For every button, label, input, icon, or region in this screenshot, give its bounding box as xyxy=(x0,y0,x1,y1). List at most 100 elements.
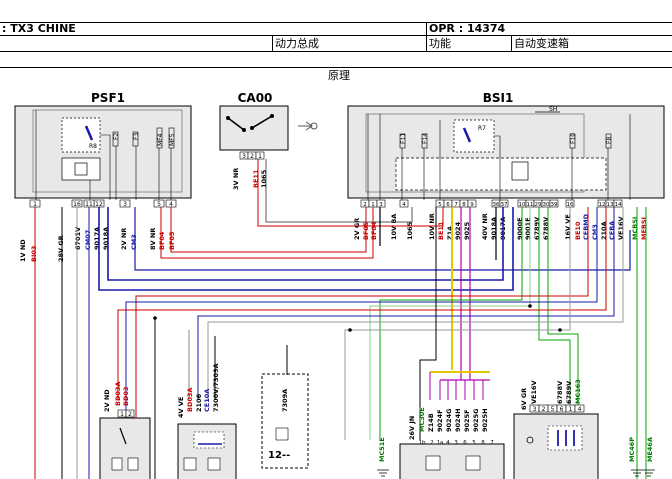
wires xyxy=(34,159,647,479)
doc-title: : TX3 CHINE xyxy=(2,22,76,35)
wire-label: 9024F xyxy=(436,409,444,432)
wire-label: 2V NR xyxy=(120,228,128,250)
dashed-module xyxy=(261,373,309,469)
opr-number: OPR : 14374 xyxy=(429,22,506,35)
bsi1-unit: BSI1 SH R7 F11 F14 F10 F8 2 1 3 4 5 6 7 xyxy=(347,91,665,208)
conn-pin: 2 xyxy=(542,406,546,413)
fuse-f8: F8 xyxy=(606,137,613,144)
bsi1-pin: 4 xyxy=(402,202,406,208)
fuse-f10: F10 xyxy=(570,133,577,144)
bsi1-pin: 13 xyxy=(607,202,614,208)
conn-pin: 2 xyxy=(430,440,434,446)
conn-pin: 1a xyxy=(437,440,444,446)
wire-label: 7300V/7309A xyxy=(212,363,220,412)
wire-label: 1065 xyxy=(260,169,268,188)
bsi1-pin: 29 xyxy=(535,202,542,208)
wire-label: CEBMD xyxy=(582,213,590,240)
wire-label: BF04 xyxy=(158,231,166,250)
wire-label: MC30E xyxy=(418,407,426,432)
relay-r7 xyxy=(453,119,495,153)
wire-label: 3V NR xyxy=(232,168,240,190)
lower-left-connectors: 2V ND BD03A BD03 4V VE BD03A 2106 CE10A … xyxy=(99,363,309,479)
wire-label: 6701V xyxy=(74,227,82,250)
wire-label: VE16V xyxy=(617,216,625,240)
wire-label: 9025G xyxy=(472,409,480,432)
bsi1-pin: 36 xyxy=(493,202,500,208)
conn-pin: 4 xyxy=(578,406,582,413)
bsi1-fuses: F11 F14 F10 F8 xyxy=(399,133,613,149)
bsi1-wire-labels: 2V GR BF05 BF04 10V BA 1065 10V NR BE11 … xyxy=(353,213,648,240)
conn-pin: 5 xyxy=(551,406,555,413)
bsi1-pin: 3 xyxy=(379,202,383,208)
wire-label: MC46P xyxy=(628,437,636,462)
wire-label: 6V GR xyxy=(520,388,528,410)
wire-label: 9024 xyxy=(454,221,462,240)
bsi1-pins: 2 1 3 4 5 6 7 8 9 36 37 10 11 29 30 39 1… xyxy=(360,199,623,208)
psf1-pin: 1 xyxy=(33,201,37,208)
wire-label: 9025H xyxy=(481,408,489,432)
conn-pin: 2 xyxy=(128,411,132,418)
connector-label: 12-- xyxy=(268,450,290,461)
psf1-pin: 5 xyxy=(157,201,161,208)
bsi1-pin: 30 xyxy=(543,202,550,208)
wire-label: 7309A xyxy=(281,389,289,412)
wire-label: 9018A xyxy=(490,217,498,240)
wire-label: Z14 xyxy=(446,226,454,240)
wire-label: 26V JN xyxy=(408,416,416,440)
bsi1-sh-label: SH xyxy=(549,106,557,113)
wire-label: 9001E xyxy=(524,217,532,240)
function-value: 自动变速箱 xyxy=(514,37,569,50)
lower-right-connector: 6V GR VE16V 6788V 6789V MC163 MC46P ME46… xyxy=(513,379,654,479)
conn-pin: 8 xyxy=(481,440,485,446)
psf1-title: PSF1 xyxy=(91,91,125,105)
ca00-switch: CA00 3 2 1 xyxy=(219,91,318,160)
wire-label: MC51E xyxy=(378,437,386,462)
bsi1-pin: 9 xyxy=(470,202,474,208)
wire-label: 40V NR xyxy=(481,213,489,240)
wire-label: 6789V xyxy=(533,217,541,240)
header-table: : TX3 CHINE OPR : 14374 动力总成 功能 自动变速箱 原理 xyxy=(0,0,672,82)
psf1-pin: 3 xyxy=(123,201,127,208)
bsi1-pin: 16 xyxy=(567,202,574,208)
wire-label: CM3 xyxy=(130,234,138,250)
ca00-pin: 3 xyxy=(242,153,246,160)
wire-label: BD03A xyxy=(186,388,194,412)
bsi1-pin: 2 xyxy=(363,202,367,208)
wire-label: 8V NR xyxy=(149,228,157,250)
ca00-pins: 3 2 1 xyxy=(239,151,265,160)
psf1-module-icon xyxy=(74,162,88,176)
wire-label: 9018A xyxy=(102,227,110,250)
psf1-unit: PSF1 R8 F2 F3 MF4 MF5 1 12 11 16 xyxy=(14,91,192,208)
relay-r7-label: R7 xyxy=(478,125,486,132)
key-icon xyxy=(298,121,313,131)
wire-label: Z14B xyxy=(427,413,435,432)
fuse-f2: F2 xyxy=(113,133,120,140)
fuse-f11: F11 xyxy=(400,133,407,144)
bsi1-pin: 14 xyxy=(615,202,622,208)
wire-label: CEBA xyxy=(608,221,616,240)
psf1-pin: 16 xyxy=(73,201,81,208)
wire-label: BE10 xyxy=(574,221,582,240)
fuse-mf4: MF4 xyxy=(157,133,164,146)
lower-mid-connector: MC51E 26V JN MC30E Z14B 9024F 9024G 9024… xyxy=(378,371,505,479)
psf1-wire-labels: 1V ND BI03 28V GR 6701V CM07 9017A 9018A… xyxy=(19,227,176,262)
bsi1-pin: 12 xyxy=(599,202,606,208)
sensor-box xyxy=(99,417,151,479)
conn-pin: 7 xyxy=(490,440,494,446)
system-name: 动力总成 xyxy=(275,37,319,50)
wire-label: 4V VE xyxy=(177,397,185,418)
psf1-pin: 4 xyxy=(169,201,173,208)
wire-label: 6788V xyxy=(556,381,564,404)
bsi1-pin: 39 xyxy=(551,202,558,208)
wire-label: BE11 xyxy=(252,169,260,188)
function-label: 功能 xyxy=(429,37,451,50)
wire-label: MCBSI xyxy=(631,217,639,240)
wire-label: MC163 xyxy=(574,379,582,404)
ca00-pin: 1 xyxy=(258,153,262,160)
bsi1-pin: 5 xyxy=(438,202,442,208)
psf1-fuses: F2 F3 MF4 MF5 xyxy=(112,127,176,149)
wire-label: 9025 xyxy=(463,221,471,240)
wire-label: ME46A xyxy=(646,437,654,462)
wire-label: 16V VE xyxy=(564,214,572,240)
